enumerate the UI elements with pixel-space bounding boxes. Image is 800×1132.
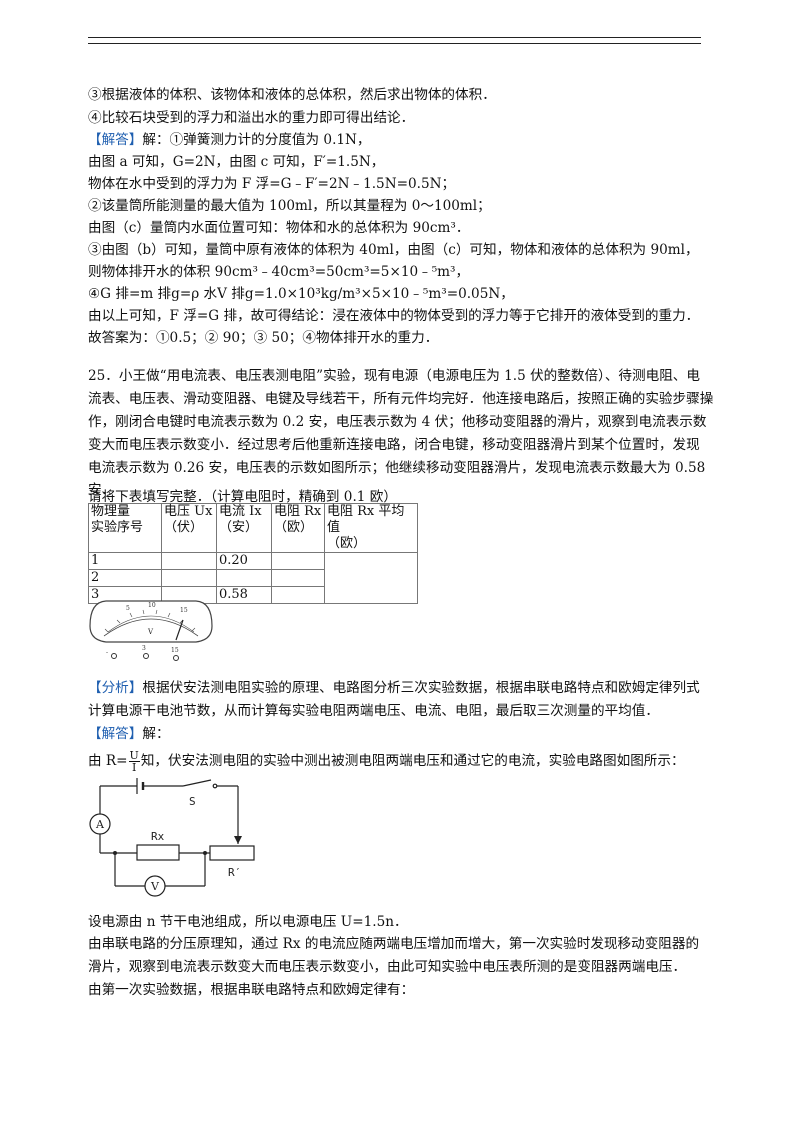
- answer-tag: 【解答】: [88, 132, 143, 148]
- table-header-row: 物理量实验序号 电压 Ux（伏） 电流 Ix（安） 电阻 Rx（欧） 电阻 Rx…: [88, 503, 418, 553]
- text-line: ④G 排=m 排g=ρ 水V 排g=1.0×10³kg/m³×5×10﹣⁵m³=…: [88, 286, 514, 302]
- scale-label: 15: [180, 607, 188, 614]
- text-line: ③根据液体的体积、该物体和液体的总体积，然后求出物体的体积．: [88, 87, 496, 103]
- text-line: 由以上可知，F 浮=G 排，故可得结论：浸在液体中的物体受到的浮力等于它排开的液…: [88, 308, 700, 324]
- text-line: 计算电源干电池节数，从而计算每实验电阻两端电压、电流、电阻，最后取三次测量的平均…: [88, 703, 659, 719]
- text-line: 【分析】根据伏安法测电阻实验的原理、电路图分析三次实验数据，根据串联电路特点和欧…: [88, 680, 700, 696]
- table-row: 1 0.20: [88, 552, 418, 604]
- text-line: 故答案为：①0.5；② 90；③ 50；④物体排开水的重力．: [88, 330, 439, 346]
- voltmeter-icon: [144, 875, 166, 897]
- terminal-icon: [143, 653, 149, 659]
- header-rule-bottom: [88, 43, 701, 44]
- text-line: 由图 a 可知，G=2N，由图 c 可知，F′=1.5N，: [88, 154, 385, 170]
- terminal-icon: [111, 653, 117, 659]
- text-line: 则物体排开水的体积 90cm³﹣40cm³=50cm³=5×10﹣⁵m³，: [88, 264, 470, 280]
- ammeter-icon: [89, 813, 111, 835]
- rheostat-label: R′: [228, 866, 241, 879]
- circuit-diagram: A V S Rx R′: [89, 778, 255, 897]
- text-line: 由串联电路的分压原理知，通过 Rx 的电流应随两端电压增加而增大，第一次实验时发…: [88, 936, 700, 952]
- text-line: 【解答】解：: [88, 726, 170, 742]
- text-line: ③由图（b）可知，量筒中原有液体的体积为 40ml，由图（c）可知，物体和液体的…: [88, 242, 699, 258]
- header-cell: 物理量实验序号: [88, 503, 162, 553]
- slider-arrow-icon: [234, 836, 242, 844]
- question-line: 变大而电压表示数变小．经过思考后他重新连接电路，闭合电键，移动变阻器滑片到某个位…: [88, 437, 700, 453]
- text-line: 设电源由 n 节干电池组成，所以电源电压 U=1.5n．: [88, 914, 408, 930]
- text-line: ②该量筒所能测量的最大值为 100ml，所以其量程为 0～100ml；: [88, 198, 491, 214]
- answer-tag: 【解答】: [88, 726, 143, 742]
- terminal-icon: [173, 655, 179, 661]
- svg-text:-: -: [106, 649, 108, 656]
- svg-text:3: 3: [142, 645, 146, 652]
- text-line: 【解答】解：①弹簧测力计的分度值为 0.1N，: [88, 132, 371, 148]
- question-line: 25．小王做“用电流表、电压表测电阻”实验，现有电源（电源电压为 1.5 伏的整…: [88, 368, 700, 384]
- text-line: 物体在水中受到的浮力为 F 浮=G﹣F′=2N﹣1.5N=0.5N；: [88, 176, 456, 192]
- scale-label: 5: [126, 605, 130, 612]
- data-table: 物理量实验序号 电压 Ux（伏） 电流 Ix（安） 电阻 Rx（欧） 电阻 Rx…: [88, 503, 418, 604]
- question-line: 电流表示数为 0.26 安，电压表的示数如图所示；他继续移动变阻器滑片，发现电流…: [88, 460, 706, 476]
- header-cell: 电压 Ux（伏）: [161, 503, 217, 553]
- question-line: 流表、电压表、滑动变阻器、电键及导线若干，所有元件均完好．他连接电路后，按照正确…: [88, 391, 714, 407]
- average-cell: [324, 552, 418, 604]
- table-row: 3 0.58: [88, 586, 418, 604]
- analysis-tag: 【分析】: [88, 680, 143, 696]
- scale-label: 10: [148, 602, 156, 609]
- svg-text:15: 15: [171, 647, 179, 654]
- text-line: 由第一次实验数据，根据串联电路特点和欧姆定律有：: [88, 982, 415, 998]
- voltmeter-label: V: [150, 880, 160, 893]
- header-cell: 电阻 Rx 平均值（欧）: [324, 503, 418, 553]
- meter-needle: [175, 619, 184, 641]
- switch-label: S: [189, 795, 196, 808]
- header-rule-top: [88, 37, 701, 38]
- question-line: 请将下表填写完整．（计算电阻时，精确到 0.1 欧）: [88, 489, 397, 505]
- text-line: 滑片，观察到电流表示数变大而电压表示数变小，由此可知实验中电压表所测的是变阻器两…: [88, 959, 687, 975]
- text-line: ④比较石块受到的浮力和溢出水的重力即可得出结论．: [88, 110, 415, 126]
- question-line: 安．: [88, 482, 116, 498]
- resistor-label: Rx: [151, 830, 165, 843]
- text-line: 由图（c）量筒内水面位置可知：物体和水的总体积为 90cm³．: [88, 220, 470, 236]
- header-cell: 电流 Ix（安）: [216, 503, 272, 553]
- voltmeter-dial: 5 10 15 V - 3 15: [89, 600, 213, 661]
- header-cell: 电阻 Rx（欧）: [271, 503, 325, 553]
- question-line: 作，刚闭合电键时电流表示数为 0.2 安，电压表示数为 4 伏；他移动变阻器的滑…: [88, 414, 707, 430]
- ammeter-label: A: [95, 818, 105, 831]
- meter-unit: V: [147, 628, 154, 636]
